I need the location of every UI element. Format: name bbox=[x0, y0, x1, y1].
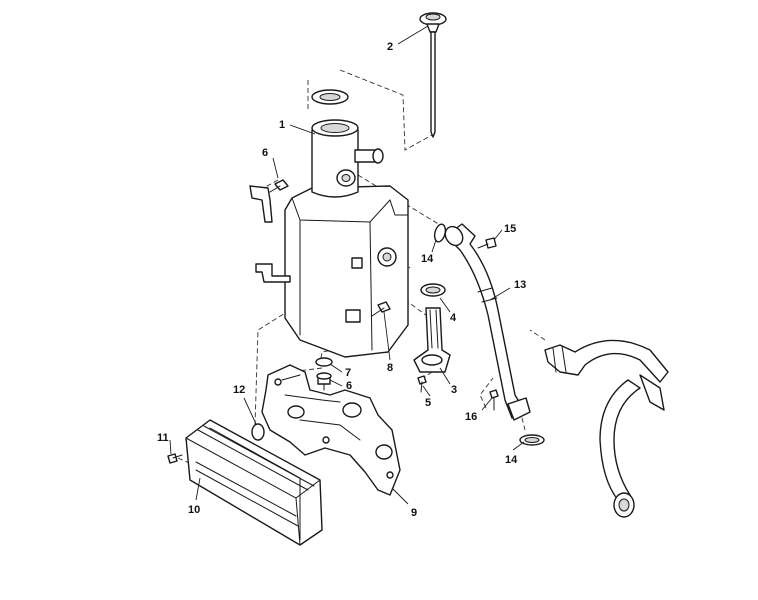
callout-11: 11 bbox=[157, 432, 169, 444]
callout-5: 5 bbox=[425, 397, 431, 409]
dipstick bbox=[419, 12, 447, 138]
callout-1: 1 bbox=[279, 119, 285, 131]
callout-15: 15 bbox=[504, 223, 516, 235]
callout-7: 7 bbox=[345, 367, 351, 379]
oil-return-pipe bbox=[444, 223, 531, 421]
callout-8: 8 bbox=[387, 362, 393, 374]
bolt-5 bbox=[417, 375, 427, 393]
bolt-11 bbox=[167, 453, 183, 464]
seal-ring-4 bbox=[420, 283, 446, 297]
callout-9: 9 bbox=[411, 507, 417, 519]
coolant-hose bbox=[544, 339, 669, 518]
callout-16: 16 bbox=[465, 411, 477, 423]
callout-2: 2 bbox=[387, 41, 393, 53]
oil-reservoir-tank bbox=[249, 119, 409, 358]
oil-cooler bbox=[185, 419, 323, 546]
callout-14-upper: 14 bbox=[421, 253, 434, 265]
drain-plug-6 bbox=[316, 372, 332, 391]
callout-12: 12 bbox=[233, 384, 245, 396]
callout-10: 10 bbox=[188, 504, 200, 516]
callout-6-upper: 6 bbox=[262, 147, 268, 159]
callout-4: 4 bbox=[450, 312, 457, 324]
callout-14-lower: 14 bbox=[505, 454, 518, 466]
o-ring-12 bbox=[251, 423, 265, 441]
bolt-15 bbox=[477, 237, 497, 249]
callout-leaders bbox=[169, 25, 525, 505]
bolt-16 bbox=[489, 389, 499, 411]
bolt-8 bbox=[371, 301, 391, 317]
bolt-upper bbox=[269, 179, 289, 193]
o-ring-lower bbox=[519, 434, 545, 446]
washer-7 bbox=[315, 357, 333, 367]
level-sensor bbox=[413, 307, 451, 373]
filler-cap-seal bbox=[311, 89, 349, 105]
filter-housing-bracket bbox=[261, 364, 401, 496]
callout-6-lower: 6 bbox=[346, 380, 352, 392]
callout-3: 3 bbox=[451, 384, 457, 396]
callout-labels: 1 2 3 4 5 6 6 7 8 9 10 11 12 13 14 14 15… bbox=[157, 41, 526, 519]
callout-13: 13 bbox=[514, 279, 526, 291]
